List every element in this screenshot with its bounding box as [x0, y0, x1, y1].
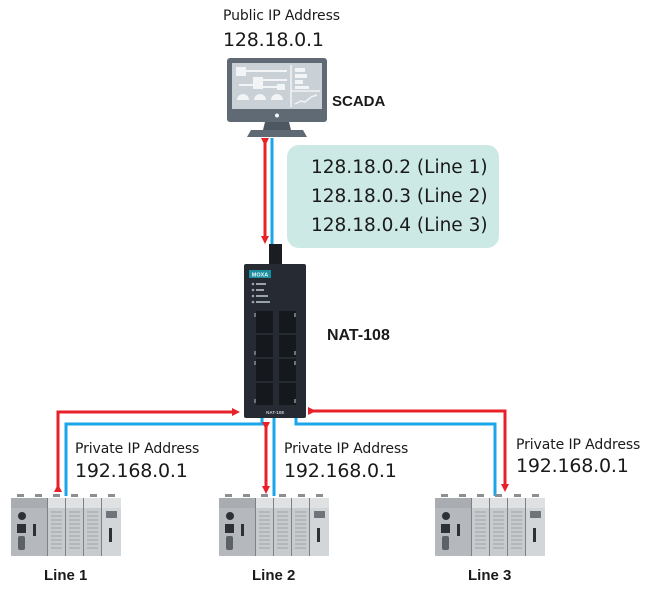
- line1-arrow: [54, 408, 240, 492]
- mapping-row-line3: 128.18.0.4 (Line 3): [311, 215, 488, 236]
- nat-mapping-box: 128.18.0.2 (Line 1) 128.18.0.3 (Line 2) …: [287, 145, 499, 248]
- scada-label: SCADA: [332, 93, 386, 110]
- line1-label: Line 1: [44, 567, 88, 584]
- line3-arrow: [308, 407, 509, 492]
- nat-108-label: NAT-108: [327, 327, 390, 344]
- model-tag: NAT-108: [266, 410, 284, 415]
- line3-label: Line 3: [468, 567, 512, 584]
- line1-ip-caption: Private IP Address: [75, 441, 200, 457]
- plc-line3-icon: [435, 494, 546, 557]
- scada-monitor-icon: [227, 58, 327, 137]
- line3-ip: 192.168.0.1: [516, 455, 629, 477]
- scada-ip-caption: Public IP Address: [223, 8, 340, 24]
- brand-text: MOXA: [252, 273, 269, 279]
- line2-ip-caption: Private IP Address: [284, 441, 409, 457]
- nat-108-device-icon: MOXA NAT-108: [244, 244, 306, 418]
- scada-ip: 128.18.0.1: [223, 29, 324, 51]
- mapping-row-line2: 128.18.0.3 (Line 2): [311, 186, 488, 207]
- line2-ip: 192.168.0.1: [284, 460, 397, 482]
- plc-line2-icon: [219, 494, 330, 557]
- line1-ip: 192.168.0.1: [75, 460, 188, 482]
- mapping-row-line1: 128.18.0.2 (Line 1): [311, 157, 488, 178]
- plc-line1-icon: [11, 494, 122, 557]
- line2-label: Line 2: [252, 567, 296, 584]
- line1-cable: [64, 418, 264, 496]
- line3-cable: [294, 418, 497, 496]
- ethernet-ports: [254, 311, 296, 405]
- line3-ip-caption: Private IP Address: [516, 437, 641, 453]
